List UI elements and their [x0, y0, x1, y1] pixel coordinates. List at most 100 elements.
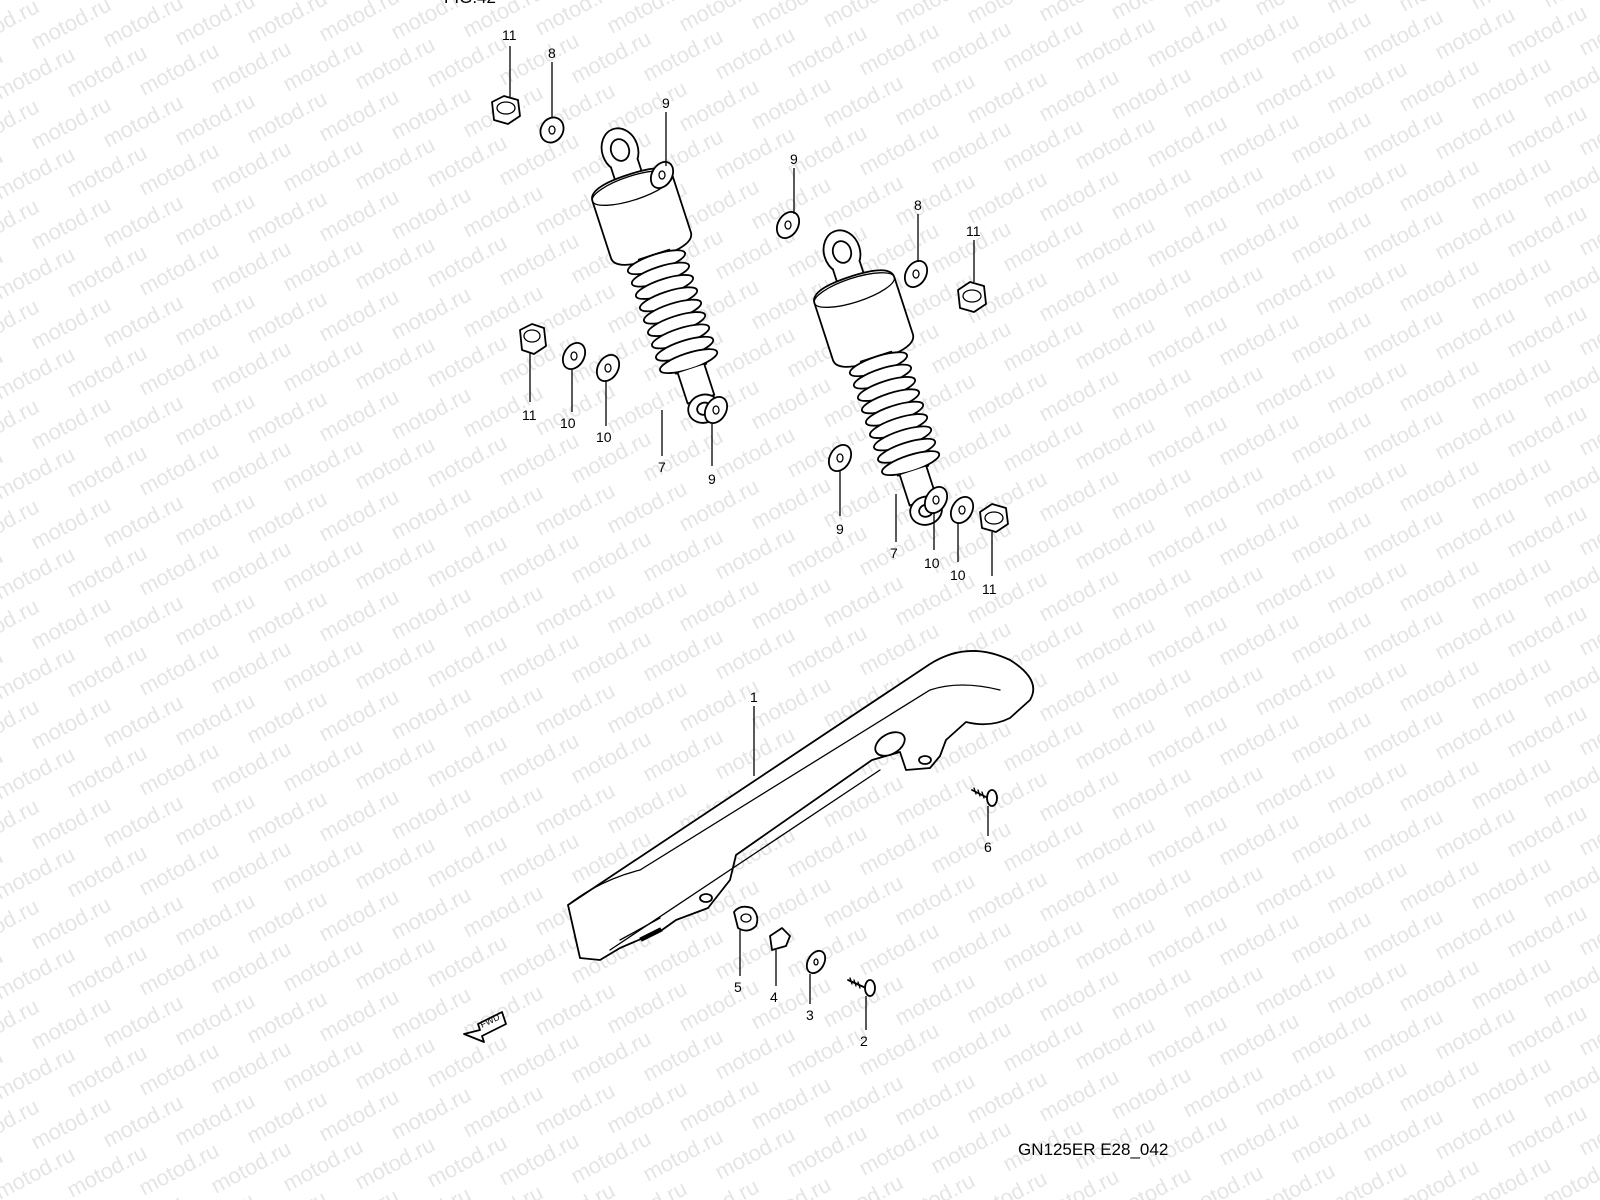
watermark-text: motod.ru [63, 640, 151, 703]
watermark-text: motod.ru [963, 866, 1051, 929]
watermark-text: motod.ru [423, 930, 511, 993]
watermark-text: motod.ru [459, 480, 547, 543]
watermark-text: motod.ru [603, 676, 691, 739]
watermark-text: motod.ru [1395, 754, 1483, 817]
watermark-text: motod.ru [1251, 458, 1339, 521]
watermark-text: motod.ru [855, 1118, 943, 1181]
watermark-text: motod.ru [783, 620, 871, 683]
watermark-text: motod.ru [1035, 364, 1123, 427]
watermark-text: motod.ru [1143, 410, 1231, 473]
watermark-text: motod.ru [1035, 664, 1123, 727]
watermark-text: motod.ru [1431, 902, 1519, 965]
watermark-text: motod.ru [1431, 1002, 1519, 1065]
leader-lines [509, 46, 993, 1030]
watermark-text: motod.ru [963, 766, 1051, 829]
watermark-text: motod.ru [1503, 0, 1591, 62]
watermark-text: motod.ru [1395, 254, 1483, 317]
watermark-text: motod.ru [243, 1086, 331, 1149]
watermark-text: motod.ru [1467, 952, 1555, 1015]
watermark-text: motod.ru [1287, 206, 1375, 269]
watermark-text: motod.ru [1503, 900, 1591, 963]
part-labels: 11 8 9 11 10 10 7 9 9 8 11 9 7 10 10 11 … [502, 27, 997, 1049]
watermark-text: motod.ru [27, 1092, 115, 1155]
watermark-text: motod.ru [243, 86, 331, 149]
watermark-text: motod.ru [1431, 402, 1519, 465]
watermark-text: motod.ru [999, 1014, 1087, 1077]
watermark-text: motod.ru [279, 634, 367, 697]
watermark-text: motod.ru [135, 238, 223, 301]
watermark-text: motod.ru [783, 420, 871, 483]
watermark-text: motod.ru [495, 1028, 583, 1091]
watermark-text: motod.ru [1287, 606, 1375, 669]
watermark-text: motod.ru [1035, 764, 1123, 827]
watermark-text: motod.ru [1287, 506, 1375, 569]
watermark-text: motod.ru [99, 990, 187, 1053]
watermark-text: motod.ru [891, 868, 979, 931]
watermark-text: motod.ru [1071, 212, 1159, 275]
watermark-text: motod.ru [99, 890, 187, 953]
watermark-text: motod.ru [891, 568, 979, 631]
watermark-text: motod.ru [351, 132, 439, 195]
watermark-text: motod.ru [603, 476, 691, 539]
watermark-text: motod.ru [1323, 756, 1411, 819]
watermark-text: motod.ru [1179, 60, 1267, 123]
watermark-text: motod.ru [315, 84, 403, 147]
watermark-text: motod.ru [1107, 462, 1195, 525]
watermark-text: motod.ru [891, 1068, 979, 1131]
watermark-text: motod.ru [387, 82, 475, 145]
watermark-text: motod.ru [1503, 1100, 1591, 1163]
washer-8-right [903, 259, 929, 289]
watermark-text: motod.ru [27, 92, 115, 155]
watermark-text: motod.ru [351, 932, 439, 995]
washer-9-top-right [775, 210, 801, 240]
watermark-text: motod.ru [423, 230, 511, 293]
watermark-text: motod.ru [927, 16, 1015, 79]
watermark-text: motod.ru [1251, 558, 1339, 621]
cap-nut-11-top-left [491, 95, 521, 125]
cap-nut-11-bottom-right [979, 503, 1009, 533]
watermark-text: motod.ru [1179, 260, 1267, 323]
watermark-text: motod.ru [315, 984, 403, 1047]
watermark-text: motod.ru [1035, 964, 1123, 1027]
watermark-text: motod.ru [63, 240, 151, 303]
part-label-11: 11 [966, 223, 981, 239]
watermark-text: motod.ru [1143, 910, 1231, 973]
watermark-text: motod.ru [315, 384, 403, 447]
watermark-text: motod.ru [27, 0, 115, 54]
part-label-11: 11 [982, 581, 997, 597]
watermark-text: motod.ru [27, 892, 115, 955]
watermark-text: motod.ru [963, 366, 1051, 429]
cap-nut-11-top-right [957, 281, 987, 313]
watermark-text: motod.ru [567, 526, 655, 589]
watermark-text: motod.ru [459, 880, 547, 943]
watermark-text: motod.ru [1071, 712, 1159, 775]
watermark-text: motod.ru [63, 740, 151, 803]
watermark-text: motod.ru [171, 1088, 259, 1151]
watermark-text: motod.ru [63, 340, 151, 403]
watermark-text: motod.ru [1035, 564, 1123, 627]
watermark-text: motod.ru [99, 290, 187, 353]
part-label-8: 8 [914, 197, 922, 213]
watermark-text: motod.ru [171, 988, 259, 1051]
watermark-text: motod.ru [1251, 658, 1339, 721]
watermark-text: motod.ru [315, 684, 403, 747]
watermark-text: motod.ru [1359, 604, 1447, 667]
watermark-text: motod.ru [1107, 162, 1195, 225]
watermark-text: motod.ru [423, 30, 511, 93]
watermark-text: motod.ru [711, 1022, 799, 1085]
watermark-text: motod.ru [855, 118, 943, 181]
watermark-text: motod.ru [567, 626, 655, 689]
watermark-text: motod.ru [567, 26, 655, 89]
watermark-text: motod.ru [495, 228, 583, 291]
watermark-text: motod.ru [963, 166, 1051, 229]
bolt-6 [971, 787, 998, 807]
watermark-text: motod.ru [963, 966, 1051, 1029]
watermark-text: motod.ru [423, 430, 511, 493]
watermark-text: motod.ru [783, 1020, 871, 1083]
watermark-text: motod.ru [135, 638, 223, 701]
watermark-text: motod.ru [171, 488, 259, 551]
watermark-text: motod.ru [1215, 508, 1303, 571]
watermark-text: motod.ru [387, 182, 475, 245]
washer-9-top-left [649, 160, 675, 190]
watermark-text: motod.ru [1467, 652, 1555, 715]
